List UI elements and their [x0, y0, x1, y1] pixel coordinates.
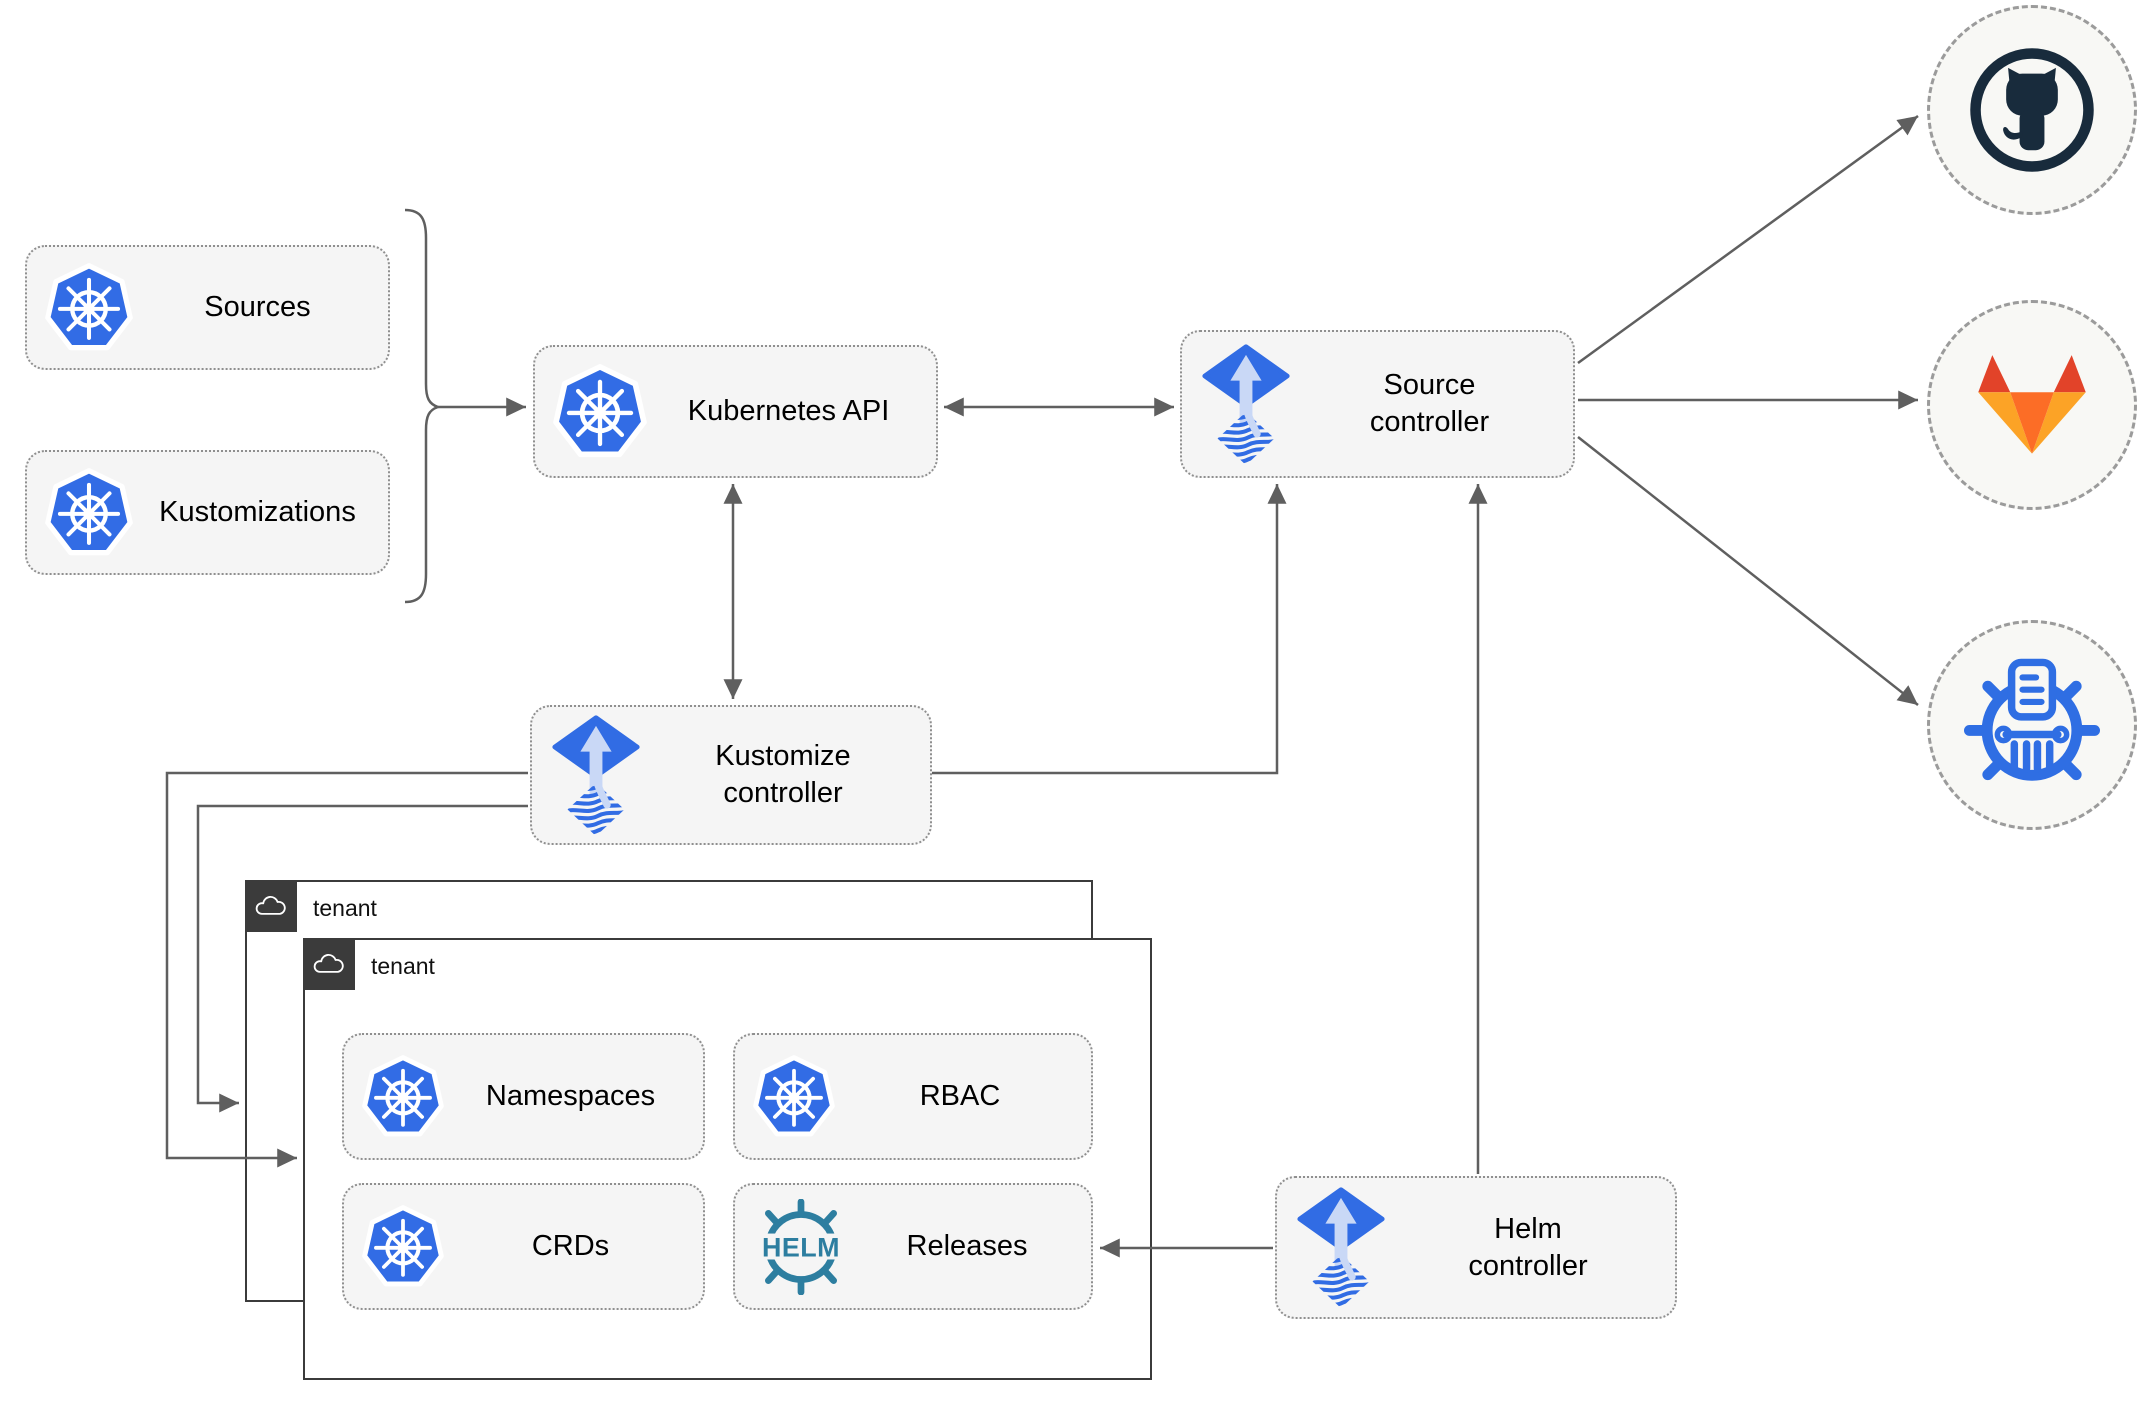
flux-icon — [550, 714, 642, 837]
endpoint-registry — [1927, 620, 2137, 830]
kubernetes-icon — [553, 363, 647, 461]
github-icon — [1965, 43, 2099, 177]
helm-icon — [753, 1199, 849, 1295]
kubernetes-icon — [45, 262, 133, 354]
edge-source-controller-registry — [1577, 436, 1919, 706]
kubernetes-icon — [753, 1054, 835, 1140]
node-helm-controller: Helm controller — [1275, 1176, 1677, 1319]
node-label: Releases — [906, 1230, 1028, 1263]
edge-kustomize-controller-tenant-back — [196, 804, 528, 1113]
flux-icon — [1200, 343, 1292, 466]
node-label: Source controller — [1369, 369, 1490, 438]
node-label: CRDs — [531, 1230, 610, 1263]
node-crds: CRDs — [342, 1183, 705, 1310]
endpoint-github — [1927, 5, 2137, 215]
node-kustomizations: Kustomizations — [25, 450, 390, 575]
node-label: Namespaces — [485, 1080, 656, 1113]
kubernetes-icon — [362, 1054, 444, 1140]
bracket-sources-kustomizations — [404, 208, 442, 604]
node-kustomize-controller: Kustomize controller — [530, 705, 932, 845]
node-label: RBAC — [919, 1080, 1001, 1113]
flux-icon — [1295, 1186, 1387, 1309]
tenant-tab — [303, 938, 355, 990]
node-source-controller: Source controller — [1180, 330, 1575, 478]
gitlab-icon — [1968, 346, 2096, 464]
kubernetes-icon — [362, 1204, 444, 1290]
node-label: Kustomize controller — [715, 740, 851, 809]
node-rbac: RBAC — [733, 1033, 1093, 1160]
node-label: Kubernetes API — [687, 395, 890, 428]
edge-kustomize-controller-tenant-front — [165, 771, 528, 1168]
node-label: Helm controller — [1468, 1212, 1588, 1282]
kubernetes-icon — [45, 467, 133, 559]
endpoint-gitlab — [1927, 300, 2137, 510]
node-label: Sources — [204, 291, 311, 324]
tenant-tab — [245, 880, 297, 932]
node-kubernetes-api: Kubernetes API — [533, 345, 938, 478]
node-namespaces: Namespaces — [342, 1033, 705, 1160]
node-label: Kustomizations — [159, 496, 356, 529]
node-sources: Sources — [25, 245, 390, 370]
edge-kustomize-controller-source-controller — [932, 484, 1287, 775]
registry-icon — [1964, 657, 2100, 793]
node-releases: Releases — [733, 1183, 1093, 1310]
tenant-label: tenant — [371, 953, 435, 979]
tenant-label: tenant — [313, 895, 377, 921]
edge-source-controller-github — [1577, 114, 1919, 365]
